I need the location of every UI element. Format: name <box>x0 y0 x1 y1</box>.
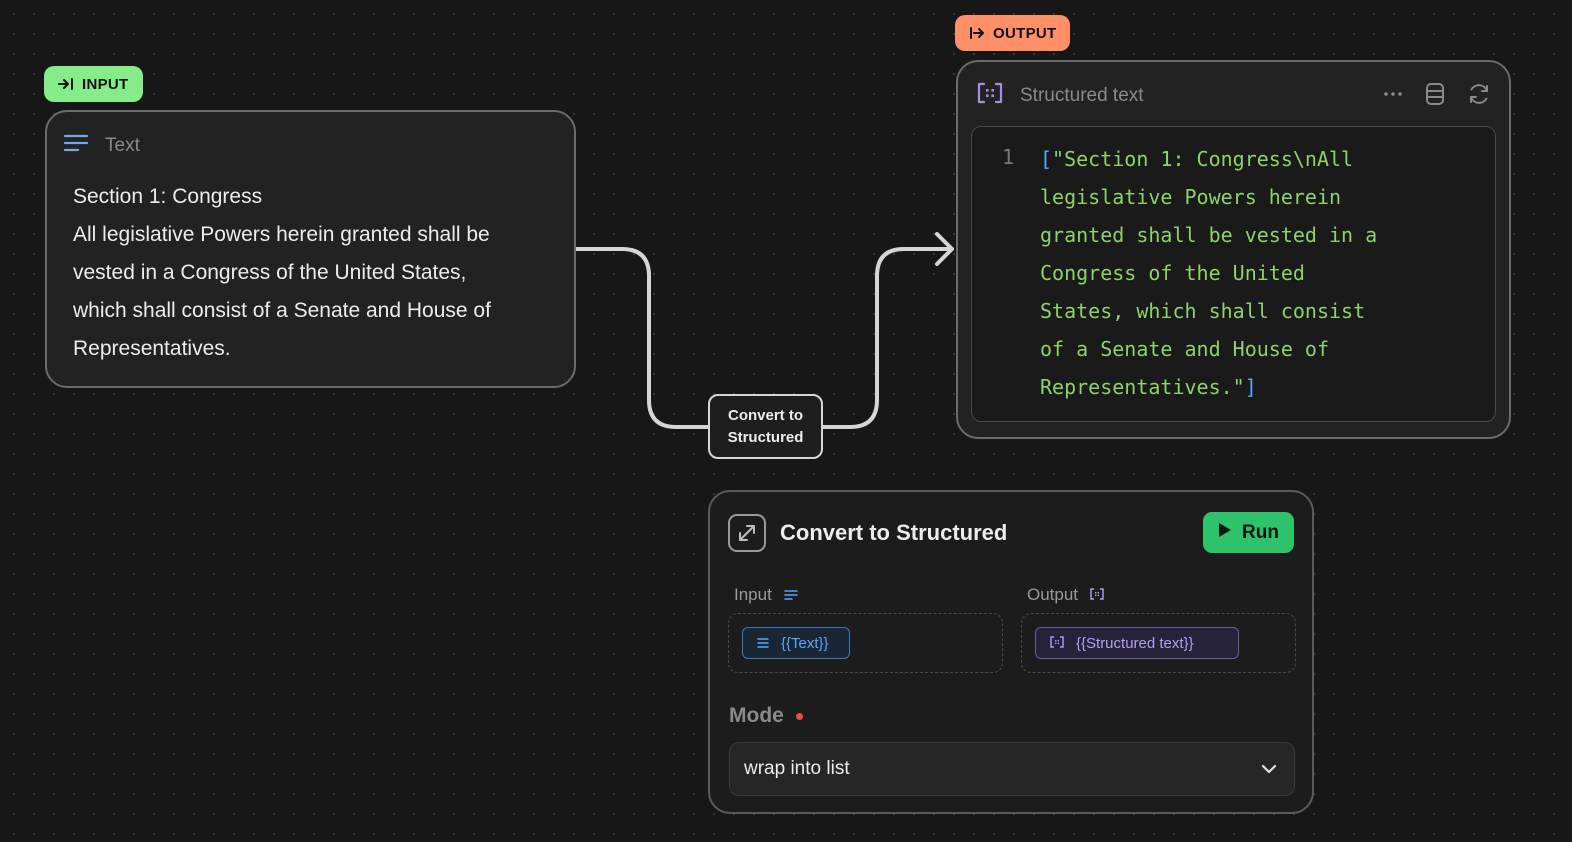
input-text-line: Section 1: Congress <box>73 185 263 208</box>
output-variable-chip[interactable]: {{Structured text}} <box>1035 627 1239 659</box>
lines-icon <box>757 635 769 652</box>
brackets-icon <box>1050 635 1064 652</box>
close-bracket: ] <box>1244 375 1257 399</box>
input-variable-chip[interactable]: {{Text}} <box>742 627 850 659</box>
edge-label-line: Convert to <box>728 406 803 424</box>
output-badge: OUTPUT <box>955 15 1071 51</box>
code-line: Representatives."] <box>1040 368 1377 406</box>
input-text-content[interactable]: Section 1: Congress All legislative Powe… <box>73 178 553 368</box>
refresh-icon[interactable] <box>1467 83 1491 105</box>
run-button[interactable]: Run <box>1203 512 1294 553</box>
edge-label[interactable]: Convert to Structured <box>708 394 823 459</box>
code-line: legislative Powers herein <box>1040 185 1342 209</box>
code-line: ["Section 1: Congress\nAll <box>1040 140 1377 178</box>
input-text-line: vested in a Congress of the United State… <box>73 261 467 284</box>
output-label-text: Output <box>1027 585 1079 604</box>
input-field-label: Input <box>734 585 798 605</box>
code-content: ["Section 1: Congress\nAll legislative P… <box>1040 140 1377 406</box>
input-node-header: Text <box>63 134 140 157</box>
arrow-into-bar-icon <box>58 77 74 91</box>
output-node[interactable]: Structured text 1 ["Section 1: Congress\… <box>956 60 1511 439</box>
brackets-icon <box>1090 585 1104 605</box>
output-field-label: Output <box>1027 585 1104 605</box>
code-line: States, which shall consist <box>1040 299 1366 323</box>
open-bracket: [ <box>1040 147 1053 171</box>
expand-arrows-icon <box>728 514 766 552</box>
mode-label-text: Mode <box>729 704 784 727</box>
lines-icon <box>784 585 798 605</box>
output-node-actions <box>1383 82 1491 106</box>
mode-select[interactable]: wrap into list <box>729 742 1295 796</box>
output-chip-label: {{Structured text}} <box>1076 634 1194 652</box>
panel-title: Convert to Structured <box>780 520 1008 545</box>
play-icon <box>1218 522 1232 544</box>
code-line-text: "Section 1: Congress\nAll <box>1052 147 1354 171</box>
input-chip-label: {{Text}} <box>781 634 829 652</box>
ellipsis-icon[interactable] <box>1383 91 1403 97</box>
input-label-text: Input <box>734 585 772 604</box>
transform-panel: Convert to Structured Run Input Output {… <box>708 490 1314 814</box>
output-slot[interactable]: {{Structured text}} <box>1021 613 1296 673</box>
code-line: granted shall be vested in a <box>1040 223 1378 247</box>
brackets-icon <box>976 82 1004 109</box>
database-icon[interactable] <box>1425 82 1445 106</box>
input-badge-label: INPUT <box>82 75 129 93</box>
required-indicator <box>795 712 803 720</box>
input-slot[interactable]: {{Text}} <box>728 613 1003 673</box>
code-viewer[interactable]: 1 ["Section 1: Congress\nAll legislative… <box>971 126 1496 422</box>
input-text-line: All legislative Powers herein granted sh… <box>73 223 490 246</box>
input-text-line: which shall consist of a Senate and Hous… <box>73 299 491 322</box>
output-badge-label: OUTPUT <box>993 24 1057 42</box>
chevron-down-icon <box>1260 759 1278 781</box>
input-node-title: Text <box>105 134 140 156</box>
arrow-out-of-bar-icon <box>969 26 985 40</box>
run-button-label: Run <box>1242 521 1279 543</box>
mode-label: Mode <box>729 704 803 728</box>
output-node-header: Structured text <box>976 82 1144 109</box>
code-line-text: Representatives." <box>1040 375 1245 399</box>
lines-icon <box>63 134 89 157</box>
input-node[interactable]: Text Section 1: Congress All legislative… <box>45 110 576 388</box>
input-badge: INPUT <box>44 66 143 102</box>
output-node-title: Structured text <box>1020 84 1144 106</box>
edge-label-line: Structured <box>727 428 804 446</box>
line-number: 1 <box>1002 145 1015 169</box>
input-text-line: Representatives. <box>73 337 231 360</box>
code-line: of a Senate and House of <box>1040 337 1329 361</box>
mode-select-value: wrap into list <box>744 758 850 779</box>
code-line: Congress of the United <box>1040 261 1305 285</box>
